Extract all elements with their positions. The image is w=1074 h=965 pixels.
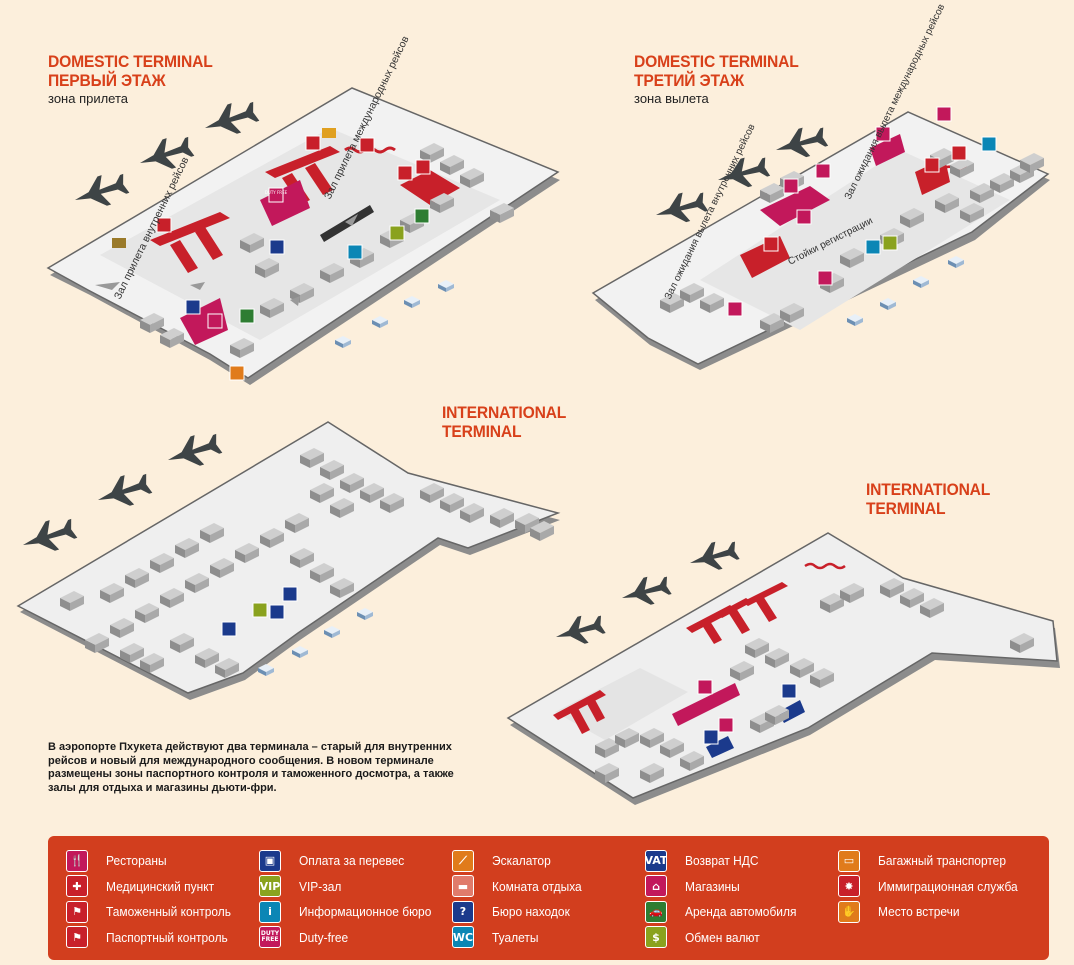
legend-label: Комната отдыха: [492, 878, 582, 894]
domestic-1-map: DUTY FREE Зал прилета внутренних рейсов …: [46, 34, 560, 385]
plane-icon: [686, 536, 741, 577]
legend-label: Иммиграционная служба: [878, 878, 1018, 894]
rest-room-icon: ▬: [452, 875, 474, 898]
plane-icon: [135, 131, 197, 178]
legend-item: VAT Возврат НДС: [645, 848, 838, 874]
legend-label: Бюро находок: [492, 904, 570, 920]
legend-item: ⚑ Паспортный контроль: [66, 925, 259, 951]
legend-label: Обмен валют: [685, 929, 760, 945]
legend-label: Информационное бюро: [299, 904, 432, 920]
domestic-1-subtitle: зона прилета: [48, 91, 129, 106]
plane-icon: [552, 610, 607, 651]
legend-label: Место встречи: [878, 904, 960, 920]
vip-icon: VIP: [259, 875, 281, 898]
legend-item: WC Туалеты: [452, 925, 645, 951]
plane-icon: [772, 122, 830, 165]
legend-item: ▣ Оплата за перевес: [259, 848, 452, 874]
legend-item: ? Бюро находок: [452, 899, 645, 925]
meeting-point-icon: ✋: [838, 900, 860, 923]
excess-baggage-icon: ▣: [259, 849, 281, 872]
d1-duty-free-text: DUTY FREE: [265, 190, 288, 195]
plane-icon: [618, 571, 673, 612]
domestic-1-title-line1: DOMESTIC TERMINAL: [48, 52, 213, 71]
legend-label: Багажный транспортер: [878, 853, 1006, 869]
legend-label: Магазины: [685, 878, 740, 894]
baggage-carousels-d1: [150, 146, 340, 273]
legend-item: $ Обмен валют: [645, 925, 838, 951]
terminal-maps: DUTY FREE Зал прилета внутренних рейсов …: [16, 2, 1060, 805]
legend-label: VIP-зал: [299, 878, 342, 894]
legend-item: VIP VIP-зал: [259, 874, 452, 900]
intl-left-map: [16, 421, 561, 700]
car-rent-icon: 🚗: [645, 900, 667, 923]
map-legend: 🍴 Рестораны ✚ Медицинский пункт ⚑ Таможенный …: [48, 836, 1049, 960]
intl-left-title: INTERNATIONAL TERMINAL: [442, 403, 566, 441]
legend-item: ⟋ Эскалатор: [452, 848, 645, 874]
legend-label: Медицинский пункт: [106, 878, 215, 894]
exchange-icon: $: [645, 926, 667, 949]
duty-free-icon: DUTY FREE: [259, 926, 281, 949]
escalator-icon: ⟋: [452, 849, 474, 872]
d1-duty-free-marker: DUTY FREE: [265, 187, 288, 203]
plane-icon: [163, 428, 225, 475]
legend-item: ✸ Иммиграционная служба: [838, 874, 1031, 900]
legend-label: Паспортный контроль: [106, 929, 228, 945]
medical-icon: ✚: [66, 875, 88, 898]
plane-icon: [18, 513, 80, 560]
info-icon: i: [259, 900, 281, 923]
terminal-description: В аэропорте Пхукета действуют два термин…: [48, 741, 454, 794]
intl-right-title-line1: INTERNATIONAL: [866, 480, 991, 499]
domestic-3-title-line1: DOMESTIC TERMINAL: [634, 52, 799, 71]
passport-icon: ⚑: [66, 926, 88, 949]
intl-right-map: [506, 532, 1060, 805]
legend-label: Возврат НДС: [685, 853, 759, 869]
legend-label: Оплата за перевес: [299, 853, 405, 869]
legend-item: 🚗 Аренда автомобиля: [645, 899, 838, 925]
legend-label: Таможенный контроль: [106, 904, 231, 920]
plane-icon: [200, 96, 262, 143]
immigration-icon: ✸: [838, 875, 860, 898]
intl-left-title-line2: TERMINAL: [442, 422, 522, 441]
legend-label: Аренда автомобиля: [685, 904, 797, 920]
passport-queue-intl: [804, 562, 846, 570]
legend-label: Duty-free: [299, 929, 349, 945]
domestic-3-title: DOMESTIC TERMINAL ТРЕТИЙ ЭТАЖ: [634, 52, 799, 90]
domestic-1-title-line2: ПЕРВЫЙ ЭТАЖ: [48, 71, 166, 90]
domestic-1-title: DOMESTIC TERMINAL ПЕРВЫЙ ЭТАЖ: [48, 52, 213, 90]
vat-icon: VAT: [645, 849, 667, 872]
plane-icon: [70, 168, 132, 215]
intl-right-title-line2: TERMINAL: [866, 499, 946, 518]
legend-item: ✋ Место встречи: [838, 899, 1031, 925]
domestic-3-subtitle: зона вылета: [634, 91, 709, 106]
legend-item: 🍴 Рестораны: [66, 848, 259, 874]
baggage-icon: ▭: [838, 849, 860, 872]
plane-icon: [93, 468, 155, 515]
legend-item: ▬ Комната отдыха: [452, 874, 645, 900]
legend-item: i Информационное бюро: [259, 899, 452, 925]
intl-right-title: INTERNATIONAL TERMINAL: [866, 480, 990, 518]
legend-label: Туалеты: [492, 929, 539, 945]
lost-found-icon: ?: [452, 900, 474, 923]
legend-item: ⌂ Магазины: [645, 874, 838, 900]
domestic-3-title-line2: ТРЕТИЙ ЭТАЖ: [634, 71, 744, 90]
legend-item: DUTY FREE Duty-free: [259, 925, 452, 951]
intl-left-title-line1: INTERNATIONAL: [442, 403, 567, 422]
legend-item: ⚑ Таможенный контроль: [66, 899, 259, 925]
legend-item: ▭ Багажный транспортер: [838, 848, 1031, 874]
domestic-3-map: Зал ожидания вылета внутренних рейсов За…: [591, 2, 1050, 370]
shop-icon: ⌂: [645, 875, 667, 898]
baggage-carousels-intl: [553, 582, 788, 734]
wc-icon: WC: [452, 926, 474, 949]
legend-item: ✚ Медицинский пункт: [66, 874, 259, 900]
legend-label: Рестораны: [106, 853, 167, 869]
legend-label: Эскалатор: [492, 853, 551, 869]
customs-icon: ⚑: [66, 900, 88, 923]
restaurant-icon: 🍴: [66, 849, 88, 872]
